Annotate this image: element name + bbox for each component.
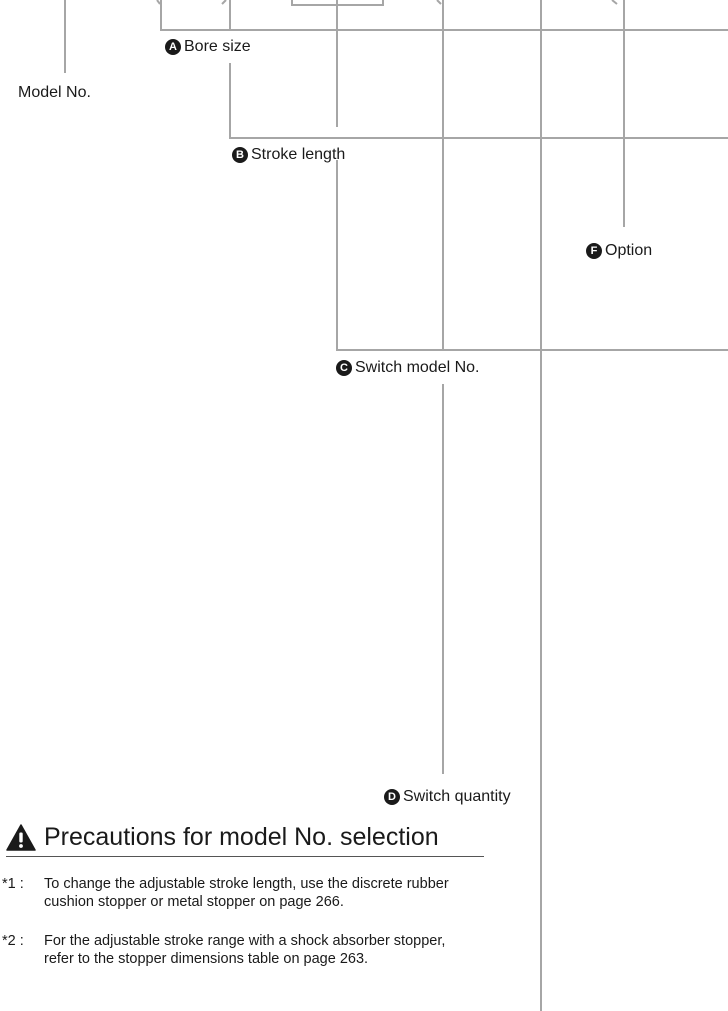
label-switch-model-no: C Switch model No. — [336, 358, 480, 378]
label-switch-model-no-text: Switch model No. — [355, 359, 480, 376]
model-no-label: Model No. — [18, 84, 91, 101]
label-switch-quantity: D Switch quantity — [384, 787, 511, 807]
label-bore-size: A Bore size — [165, 37, 251, 57]
label-stroke-length-text: Stroke length — [251, 146, 346, 163]
warning-icon — [6, 823, 36, 851]
badge-f-icon: F — [586, 243, 602, 259]
connector-top-left — [156, 0, 161, 5]
connector-top-4 — [436, 0, 442, 5]
badge-a-icon: A — [165, 39, 181, 55]
line-c — [336, 0, 728, 351]
note-2: *2 : For the adjustable stroke range wit… — [2, 932, 472, 968]
precautions-title: Precautions for model No. selection — [44, 823, 439, 851]
badge-c-icon: C — [336, 360, 352, 376]
label-switch-quantity-text: Switch quantity — [403, 788, 511, 805]
line-a — [160, 0, 728, 31]
badge-d-icon: D — [384, 789, 400, 805]
precautions-heading: Precautions for model No. selection — [6, 822, 484, 857]
note-2-marker: *2 : — [2, 933, 24, 949]
label-option-text: Option — [605, 242, 653, 259]
line-b — [229, 0, 728, 139]
label-bore-size-text: Bore size — [184, 38, 251, 55]
note-1: *1 : To change the adjustable stroke len… — [2, 875, 472, 911]
note-1-marker: *1 : — [2, 876, 24, 892]
note-2-text: For the adjustable stroke range with a s… — [44, 933, 446, 967]
connector-top-2 — [221, 0, 227, 5]
badge-b-icon: B — [232, 147, 248, 163]
label-option: F Option — [586, 241, 652, 261]
note-1-text: To change the adjustable stroke length, … — [44, 876, 449, 910]
connector-top-5 — [611, 0, 618, 5]
label-stroke-length: B Stroke length — [232, 145, 345, 165]
